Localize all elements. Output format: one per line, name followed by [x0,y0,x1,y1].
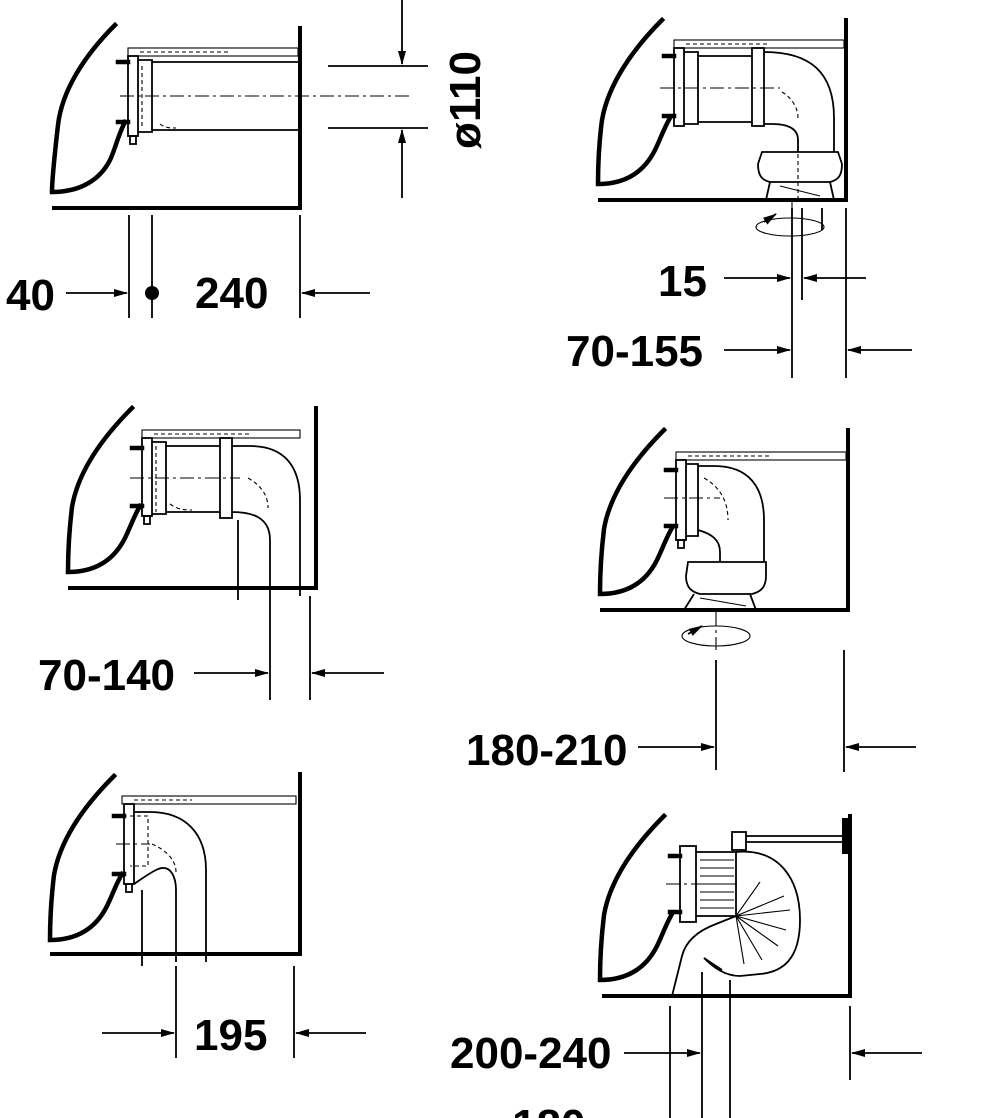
dim-180-210: 180-210 [466,726,627,775]
floor-adapter [685,561,767,595]
toilet-bowl-outline [597,812,676,983]
elbow-pipe [133,811,207,962]
wall-and-floor [598,18,848,202]
outlet-flange [673,47,685,127]
view-horizontal-outlet: ø110 40 240 [6,0,490,320]
mounting-rail [127,47,299,57]
wall-and-floor [600,428,850,612]
dim-195: 195 [194,1011,267,1060]
mounting-rail [675,451,847,461]
dim-70-140: 70-140 [38,651,175,700]
toilet-bowl-outline [49,21,129,195]
wall-and-floor [52,26,302,210]
view-compact-elbow-adapter: 180-210 [466,426,916,775]
diameter-label: ø110 [441,51,490,149]
view-elbow-down-short: 70-140 [38,404,384,700]
toilet-bowl-outline [595,16,674,187]
dim-15: 15 [658,257,707,306]
toilet-bowl-outline [47,772,126,943]
dim-200-240: 200-240 [450,1029,611,1078]
dim-240: 240 [195,269,268,318]
outlet-pipe [152,61,300,131]
dim-40: 40 [6,271,55,320]
toilet-bowl-outline [65,404,144,575]
view-elbow-floor-adapter: 15 70-155 [566,16,912,378]
elbow-pipe [763,51,835,152]
elbow-pipe [697,465,765,562]
support-brace [731,831,747,851]
toilet-bowl-outline [597,426,676,597]
wall-and-floor [50,772,302,956]
view-elbow-down-direct: 195 [47,772,366,1060]
dim-70-155: 70-155 [566,327,703,376]
rotation-arrow [755,217,825,237]
elbow-pipe [231,445,301,596]
view-large-bend-brace: 200-240 180 [450,812,922,1118]
bend-pipe [671,850,801,997]
dim-cutoff: 180 [512,1101,585,1118]
wall-and-floor [602,814,852,998]
floor-adapter [757,151,843,183]
wall-and-floor [68,406,318,590]
mounting-rail [121,795,297,805]
